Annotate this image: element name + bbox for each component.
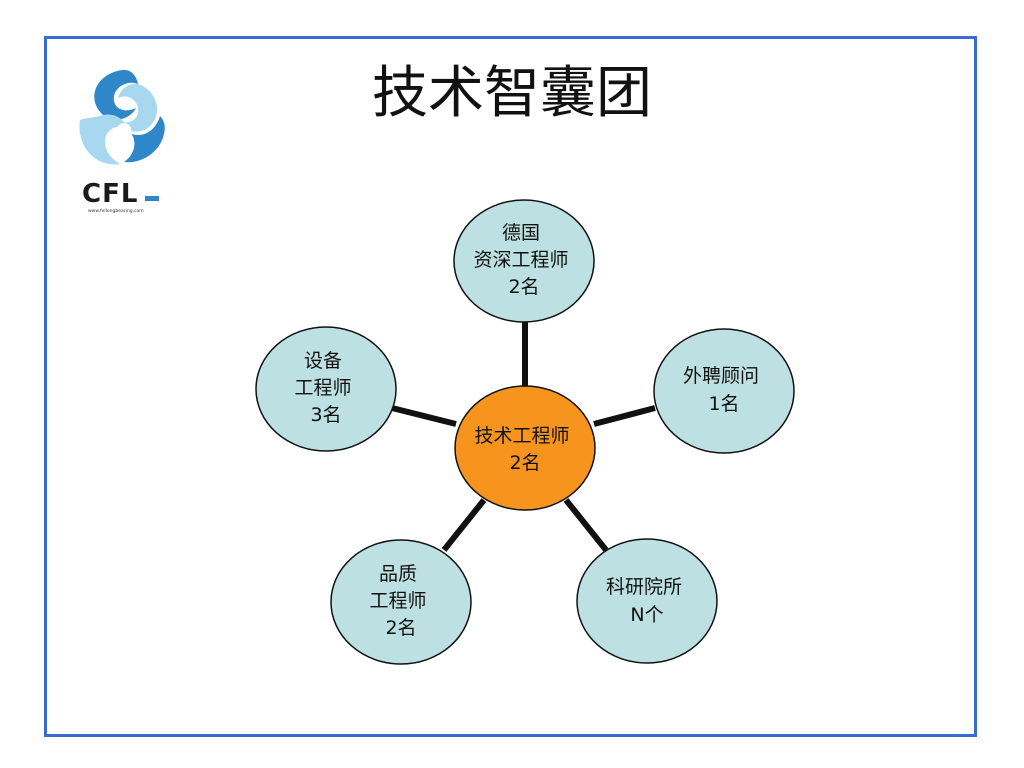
node-label-line: 2名 — [385, 617, 416, 639]
node-quality-engineer: 品质 工程师 2名 — [330, 539, 472, 665]
svg-text:外聘顾问 1名: 外聘顾问 1名 — [683, 365, 765, 415]
cfl-url-text: www.fellongbearing.com — [88, 208, 144, 214]
svg-text:品质 工程师 2名: 品质 工程师 2名 — [369, 563, 432, 639]
slide-frame — [44, 36, 977, 737]
svg-text:德国 资深工程师 2名: 德国 资深工程师 2名 — [473, 222, 574, 298]
node-label-line: 品质 — [379, 563, 417, 585]
node-label-line: 工程师 — [294, 377, 351, 399]
node-label-line: 资深工程师 — [473, 249, 568, 271]
page-title: 技术智囊团 — [372, 61, 652, 126]
cfl-swirl-logo-icon — [79, 69, 165, 165]
node-label-line: 科研院所 — [606, 576, 682, 598]
node-equipment-engineer: 设备 工程师 3名 — [255, 326, 397, 452]
node-research-institute: 科研院所 N个 — [576, 538, 718, 664]
node-label-line: 工程师 — [369, 590, 426, 612]
spoke-research-institute — [563, 498, 609, 552]
node-label-line: 德国 — [502, 222, 540, 244]
node-label-line: 设备 — [304, 350, 342, 372]
cfl-logo: CFL www.fellongbearing.com — [79, 69, 165, 214]
center-label-line: 2名 — [509, 452, 540, 474]
cfl-brand-text: CFL — [82, 179, 138, 209]
spoke-external-consultant — [593, 405, 656, 427]
node-germany-engineer: 德国 资深工程师 2名 — [453, 199, 595, 323]
node-label-line: 外聘顾问 — [683, 365, 759, 387]
svg-text:科研院所 N个: 科研院所 N个 — [606, 576, 688, 626]
node-external-consultant: 外聘顾问 1名 — [653, 328, 795, 454]
node-label-line: 3名 — [310, 404, 341, 426]
node-label-line: 1名 — [708, 393, 739, 415]
node-label-line: 2名 — [508, 276, 539, 298]
svg-text:技术工程师 2名: 技术工程师 2名 — [474, 425, 575, 474]
center-label-line: 技术工程师 — [474, 425, 569, 447]
node-center-technical-engineer: 技术工程师 2名 — [454, 385, 596, 511]
svg-text:设备 工程师 3名: 设备 工程师 3名 — [294, 350, 357, 426]
spoke-equipment-engineer — [391, 405, 457, 427]
node-label-line: N个 — [630, 604, 663, 626]
spoke-quality-engineer — [441, 498, 487, 552]
cfl-accent-bar — [145, 196, 159, 201]
spokes — [391, 320, 656, 552]
